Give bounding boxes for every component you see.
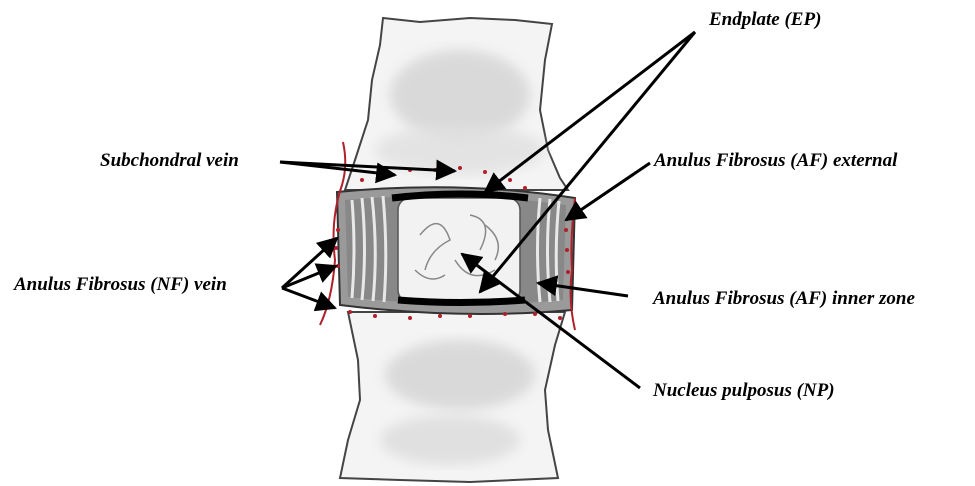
arrow-nf-vein-2 [282, 266, 336, 288]
label-nf-vein: Anulus Fibrosus (NF) vein [14, 275, 227, 294]
lower-vertebra [340, 312, 565, 482]
label-subchondral-vein: Subchondral vein [100, 151, 239, 170]
label-af-inner-zone: Anulus Fibrosus (AF) inner zone [653, 289, 915, 308]
upper-vertebra [345, 18, 568, 190]
arrow-nf-vein-3 [282, 288, 335, 308]
lower-endplate [398, 300, 525, 303]
label-nucleus-pulposus: Nucleus pulposus (NP) [653, 381, 835, 400]
nucleus-region [398, 198, 520, 302]
label-af-external: Anulus Fibrosus (AF) external [654, 151, 897, 170]
arrow-nf-vein-1 [282, 238, 337, 288]
upper-endplate [392, 194, 528, 198]
label-endplate: Endplate (EP) [709, 10, 821, 29]
